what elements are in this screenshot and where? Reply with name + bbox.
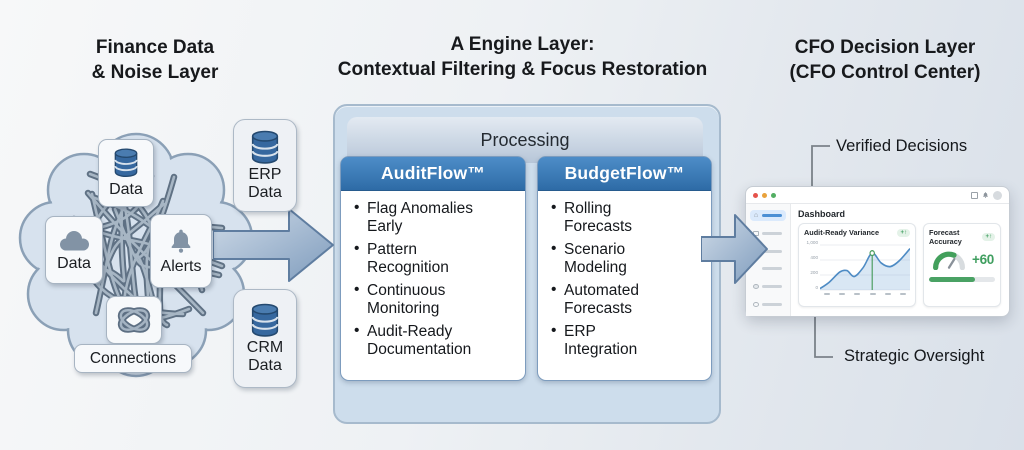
processing-title: Processing bbox=[480, 129, 570, 150]
budgetflow-module: BudgetFlow™ Rolling Forecasts Scenario M… bbox=[537, 156, 712, 381]
arrow-noise-to-engine bbox=[213, 208, 334, 282]
variance-card: Audit-Ready Variance +↑ 1,000 400 200 0 bbox=[798, 223, 916, 307]
verified-decisions-text: Verified Decisions bbox=[836, 137, 968, 155]
accuracy-card: Forecast Accuracy +↑ +60 bbox=[923, 223, 1001, 307]
knot-icon bbox=[117, 307, 151, 333]
crm-card-line2: Data bbox=[248, 357, 282, 374]
list-item: Continuous Monitoring bbox=[354, 281, 485, 318]
budgetflow-feature-list: Rolling Forecasts Scenario Modeling Auto… bbox=[551, 199, 664, 359]
variance-line-chart bbox=[820, 244, 910, 291]
user-icon bbox=[753, 284, 759, 290]
trend-up-badge: +↑ bbox=[897, 228, 910, 237]
window-zoom-button[interactable] bbox=[771, 192, 776, 198]
finance-layer-title: Finance Data & Noise Layer bbox=[40, 36, 270, 85]
connections-label-text: Connections bbox=[89, 349, 177, 367]
list-item: Flag Anomalies Early bbox=[354, 199, 485, 236]
database-icon bbox=[114, 148, 138, 178]
auditflow-module: AuditFlow™ Flag Anomalies Early Pattern … bbox=[340, 156, 526, 381]
cfo-layer-title: CFO Decision Layer (CFO Control Center) bbox=[762, 36, 1008, 85]
sidebar-item-settings[interactable] bbox=[750, 299, 786, 310]
list-item: Rolling Forecasts bbox=[551, 199, 664, 236]
dashboard-sidebar: ⌂ bbox=[746, 204, 791, 316]
accuracy-value: +60 bbox=[972, 252, 994, 267]
accuracy-progress-fill bbox=[929, 277, 976, 282]
accuracy-progress-bar bbox=[929, 277, 995, 282]
list-item: ERP Integration bbox=[551, 322, 664, 359]
engine-title-line1: A Engine Layer: bbox=[450, 34, 595, 55]
window-titlebar bbox=[746, 187, 1009, 204]
sidebar-item-users[interactable] bbox=[750, 281, 786, 292]
crm-data-card: CRM Data bbox=[233, 289, 297, 388]
finance-title-line2: & Noise Layer bbox=[91, 61, 219, 83]
accuracy-gauge bbox=[933, 251, 965, 270]
auditflow-name: AuditFlow™ bbox=[380, 163, 486, 183]
cfo-dashboard-window: ⌂ Dashboard Audit-Ready bbox=[745, 186, 1010, 317]
noise-card-alerts: Alerts bbox=[150, 214, 212, 288]
cfo-title-line1: CFO Decision Layer bbox=[794, 37, 976, 58]
dashboard-page-title: Dashboard bbox=[798, 209, 846, 219]
connections-label: Connections bbox=[74, 344, 192, 373]
budgetflow-name: BudgetFlow™ bbox=[564, 163, 685, 183]
gear-icon bbox=[753, 302, 759, 308]
list-item: Automated Forecasts bbox=[551, 281, 664, 318]
engine-title-line2: Contextual Filtering & Focus Restoration bbox=[337, 58, 708, 80]
list-item: Pattern Recognition bbox=[354, 240, 485, 277]
window-close-button[interactable] bbox=[753, 192, 758, 198]
window-minimize-button[interactable] bbox=[762, 192, 767, 198]
engine-layer-title: A Engine Layer: Contextual Filtering & F… bbox=[325, 33, 720, 82]
auditflow-header: AuditFlow™ bbox=[341, 157, 525, 191]
strategic-oversight-label: Strategic Oversight bbox=[844, 347, 984, 366]
home-icon: ⌂ bbox=[753, 211, 759, 219]
arrow-engine-to-dashboard bbox=[701, 214, 768, 284]
accuracy-card-title: Forecast Accuracy bbox=[929, 228, 962, 246]
chart-x-axis-ticks bbox=[804, 291, 910, 295]
noise-card-alerts-label: Alerts bbox=[160, 258, 202, 275]
connector-lines bbox=[811, 145, 833, 358]
apps-grid-icon[interactable] bbox=[971, 191, 978, 199]
noise-card-database: Data bbox=[98, 139, 154, 207]
strategic-oversight-text: Strategic Oversight bbox=[844, 347, 985, 365]
erp-card-line2: Data bbox=[248, 184, 282, 201]
database-icon bbox=[251, 303, 279, 337]
sidebar-item-plain[interactable] bbox=[750, 263, 786, 274]
list-item: Audit-Ready Documentation bbox=[354, 322, 485, 359]
noise-card-database-label: Data bbox=[109, 181, 143, 198]
bell-icon bbox=[171, 229, 191, 253]
finance-title-line1: Finance Data bbox=[95, 37, 215, 58]
variance-card-title: Audit-Ready Variance bbox=[804, 228, 880, 237]
noise-card-connections bbox=[106, 296, 162, 344]
processing-header: Processing bbox=[347, 117, 703, 163]
erp-data-card: ERP Data bbox=[233, 119, 297, 212]
user-avatar[interactable] bbox=[993, 190, 1002, 200]
verified-decisions-label: Verified Decisions bbox=[836, 137, 967, 156]
noise-card-cloud: Data bbox=[45, 216, 103, 284]
cfo-title-line2: (CFO Control Center) bbox=[789, 61, 981, 83]
list-item: Scenario Modeling bbox=[551, 240, 664, 277]
crm-card-line1: CRM bbox=[246, 338, 284, 356]
noise-card-cloud-label: Data bbox=[57, 254, 91, 272]
sidebar-item-home[interactable]: ⌂ bbox=[750, 210, 786, 221]
cloud-icon bbox=[60, 230, 89, 250]
trend-up-badge: +↑ bbox=[982, 233, 995, 241]
chart-y-axis-labels: 1,000 400 200 0 bbox=[806, 240, 819, 290]
notifications-bell-icon[interactable] bbox=[982, 192, 989, 199]
auditflow-feature-list: Flag Anomalies Early Pattern Recognition… bbox=[354, 199, 485, 359]
budgetflow-header: BudgetFlow™ bbox=[538, 157, 711, 191]
database-icon bbox=[251, 130, 279, 164]
erp-card-line1: ERP bbox=[248, 165, 282, 183]
